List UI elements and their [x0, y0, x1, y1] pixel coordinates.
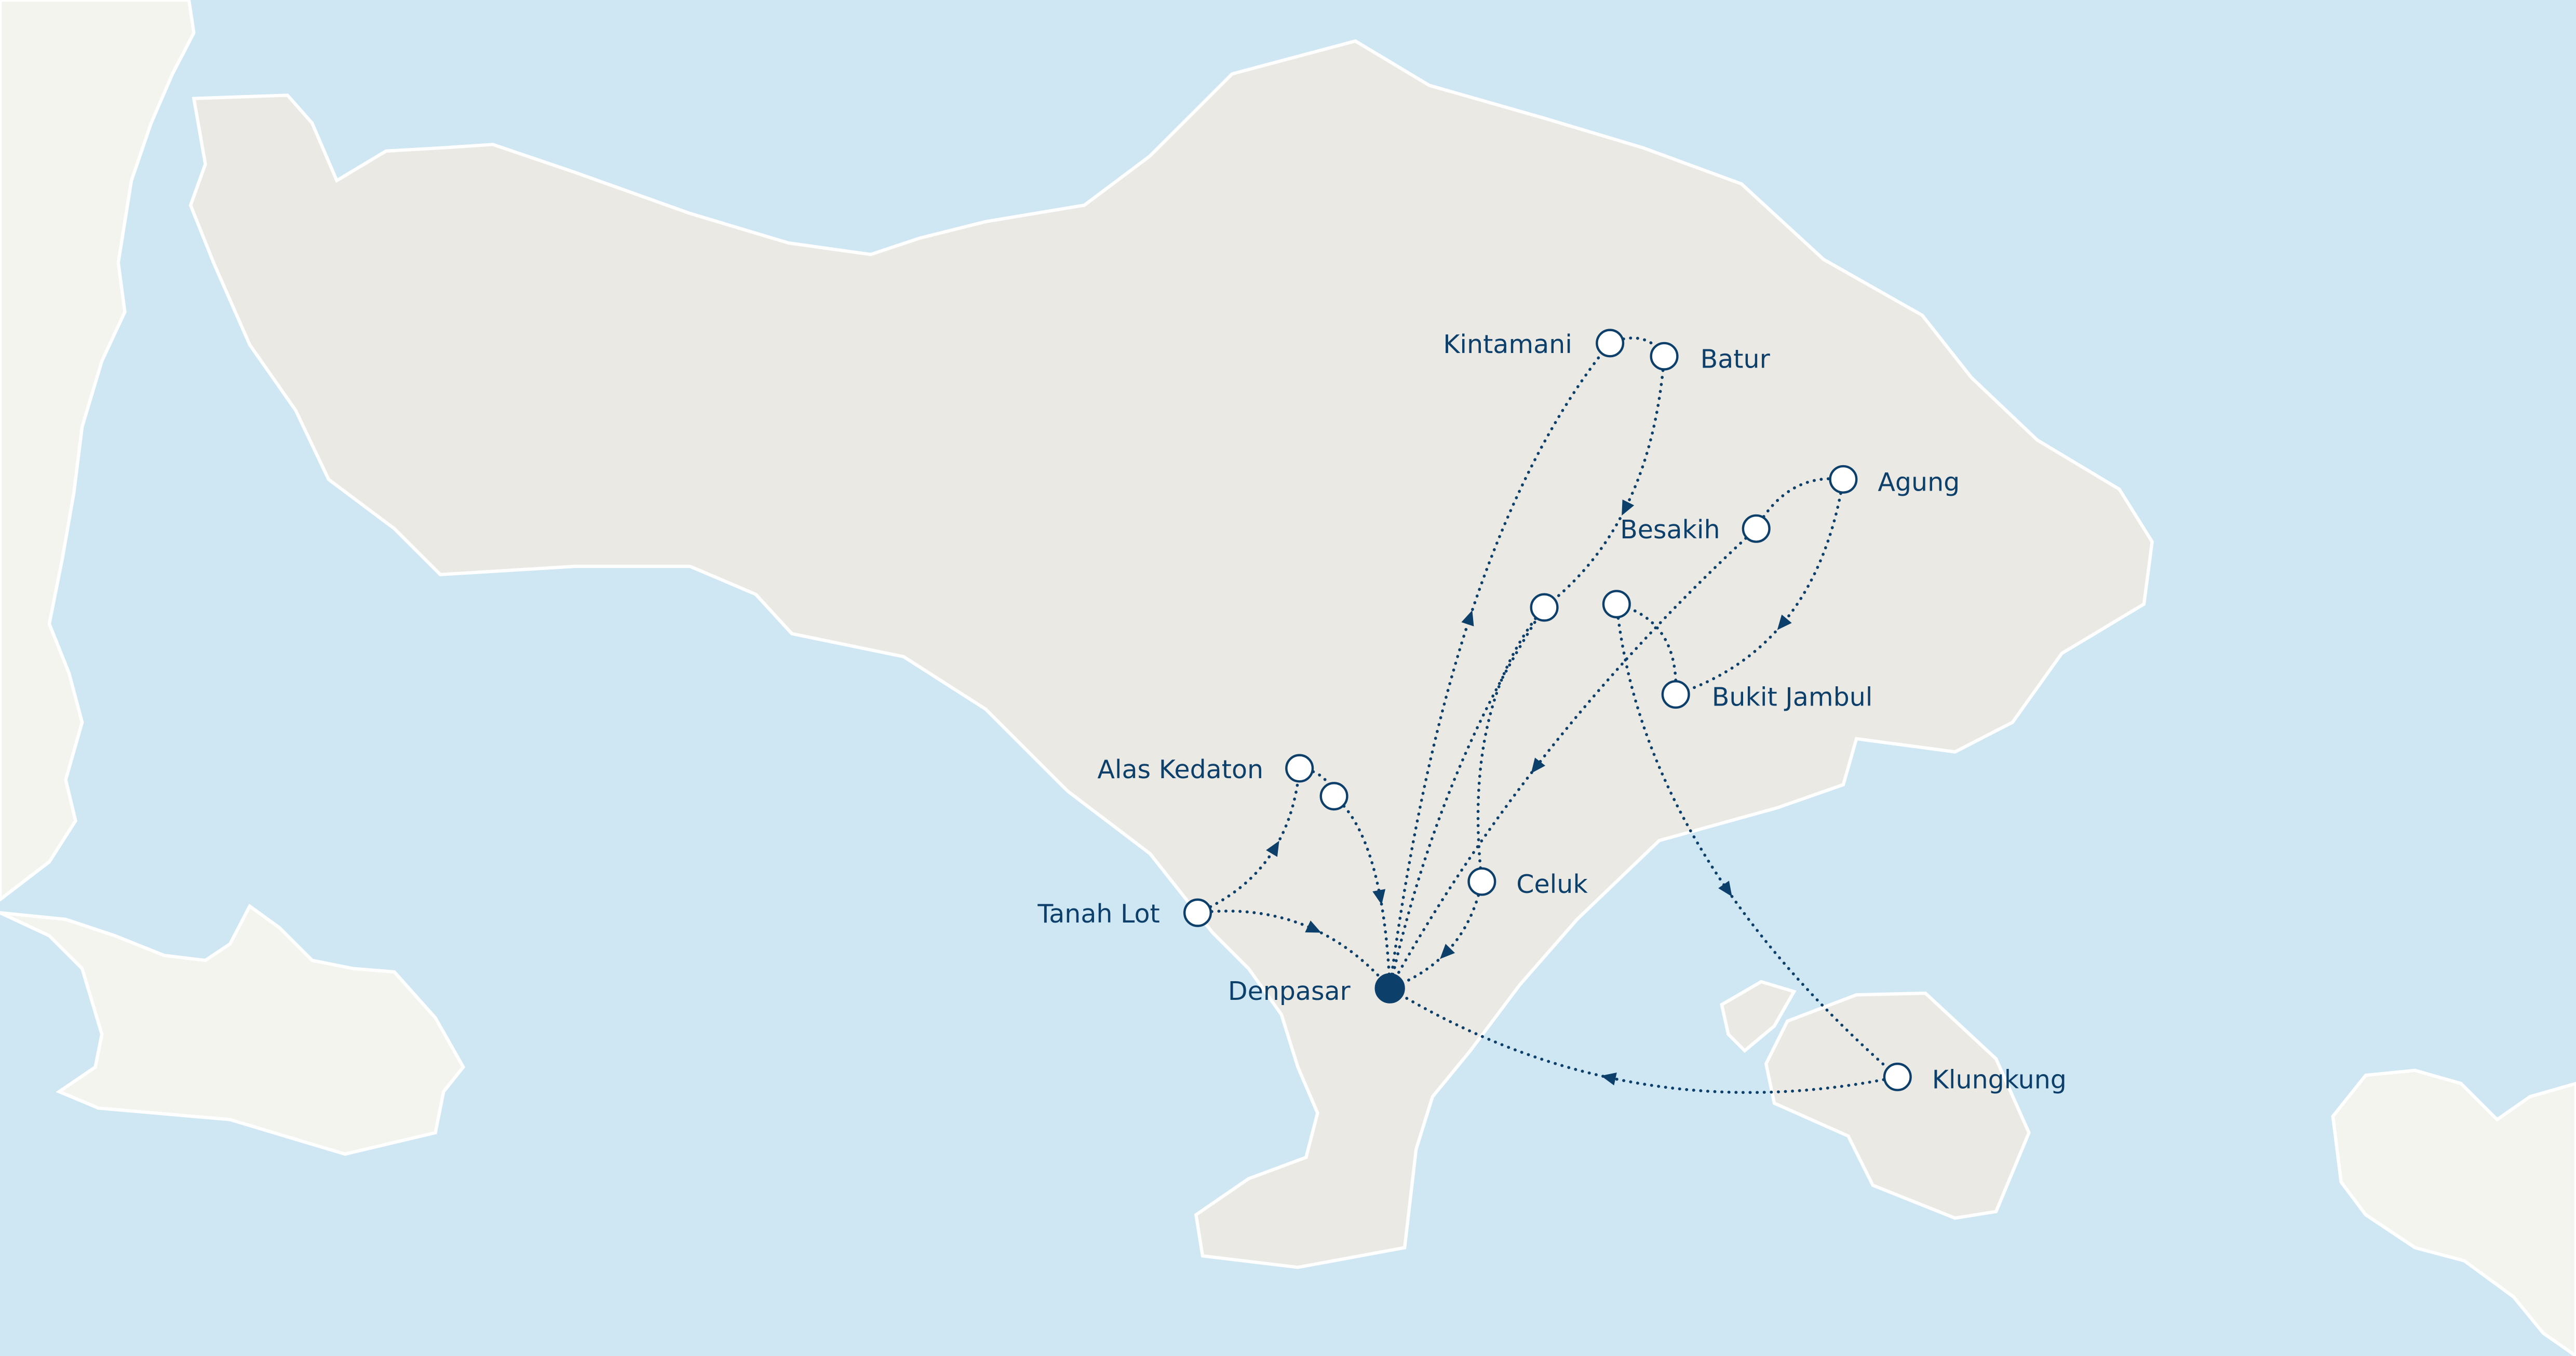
label-agung: Agung — [1878, 467, 1960, 497]
stops — [1183, 329, 1912, 1091]
label-batur: Batur — [1701, 344, 1771, 374]
route-agung-bukit-jambul — [1674, 478, 1845, 696]
routes-layer — [1196, 336, 1899, 1094]
stop-celuk[interactable] — [1467, 867, 1496, 896]
lombok-land — [2331, 1068, 2576, 1356]
stop-besakih[interactable] — [1742, 514, 1771, 543]
arrow-icon — [1266, 840, 1279, 857]
nusa-lembongan-island — [1720, 980, 1797, 1053]
stop-kintamani[interactable] — [1596, 329, 1625, 358]
label-alas-kedaton: Alas Kedaton — [1097, 754, 1263, 784]
stop-bukit-jambul[interactable] — [1661, 680, 1690, 709]
stop-klungkung[interactable] — [1883, 1062, 1912, 1091]
arrow-icon — [1777, 614, 1792, 630]
label-kintamani: Kintamani — [1443, 329, 1572, 359]
route-stop-klungkung — [1615, 602, 1899, 1079]
label-bukit-jambul: Bukit Jambul — [1712, 682, 1873, 712]
label-celuk: Celuk — [1516, 869, 1588, 899]
route-besakih-denpasar — [1388, 527, 1758, 990]
route-celuk-denpasar — [1388, 880, 1483, 990]
stop-batur[interactable] — [1650, 342, 1679, 371]
stop-alas-kedaton[interactable] — [1285, 754, 1314, 783]
java-north-land — [0, 0, 196, 902]
arrow-icon — [1305, 920, 1321, 933]
arrow-icon — [1601, 1073, 1617, 1086]
route-besakih-agung — [1755, 477, 1845, 531]
stop-agung[interactable] — [1829, 465, 1858, 494]
arrow-icon — [1372, 889, 1386, 905]
nusa-penida-island — [1764, 991, 2031, 1220]
label-denpasar: Denpasar — [1228, 976, 1351, 1006]
stop-denpasar-hub[interactable] — [1374, 973, 1405, 1004]
label-tanah-lot: Tanah Lot — [1037, 899, 1159, 929]
label-besakih: Besakih — [1620, 514, 1720, 545]
arrow-icon — [1440, 944, 1455, 959]
stop-unnamed-3[interactable] — [1602, 590, 1631, 619]
route-arrows — [1266, 499, 1792, 1086]
stop-tanah-lot[interactable] — [1183, 898, 1212, 927]
route-tanah-lot-alas-kedaton — [1196, 767, 1301, 915]
stop-unnamed-1[interactable] — [1319, 782, 1348, 811]
arrow-icon — [1622, 499, 1635, 516]
stop-unnamed-2[interactable] — [1530, 593, 1559, 622]
route-stop-celuk — [1476, 606, 1546, 883]
arrow-icon — [1531, 757, 1546, 774]
arrow-icon — [1461, 610, 1474, 627]
arrow-icon — [1718, 880, 1732, 897]
java-south-land — [0, 903, 466, 1156]
route-denpasar-kintamani — [1388, 342, 1612, 990]
route-denpasar-stop — [1388, 606, 1546, 990]
label-klungkung: Klungkung — [1932, 1065, 2067, 1095]
labels: Denpasar Tanah Lot Alas Kedaton Celuk Ki… — [1037, 329, 2067, 1095]
